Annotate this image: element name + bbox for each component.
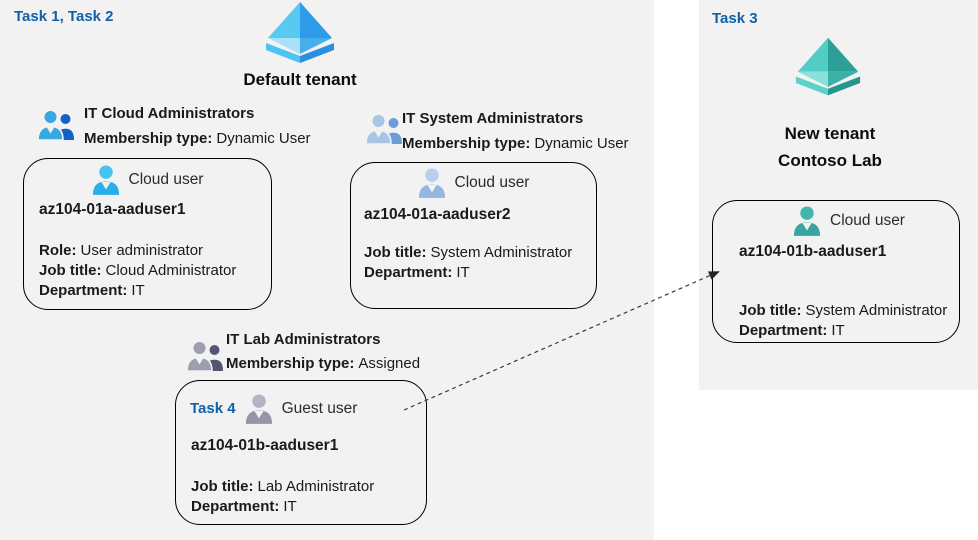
user-box-guest: Task 4 Guest user az104-01b-aaduser1 Job… <box>175 380 427 525</box>
field-label: Job title: <box>191 478 254 495</box>
group-icon-system-admins <box>366 113 402 144</box>
membership-type-value: Assigned <box>358 355 421 372</box>
group-membership-lab-admins: Membership type:Assigned <box>226 355 420 372</box>
field-value: IT <box>131 282 145 299</box>
user-type-label: Guest user <box>281 400 358 417</box>
group-title-cloud-admins: IT Cloud Administrators <box>84 105 255 122</box>
new-tenant-label: New tenant Contoso Lab <box>730 120 930 174</box>
field-value: IT <box>283 498 297 515</box>
group-membership-cloud-admins: Membership type:Dynamic User <box>84 130 311 147</box>
field-label: Role: <box>39 242 77 259</box>
field-label: Department: <box>739 322 828 339</box>
group-title-system-admins: IT System Administrators <box>402 110 584 127</box>
field-value: Cloud Administrator <box>105 262 237 279</box>
task-1-2-label: Task 1, Task 2 <box>14 8 114 25</box>
user-type-label: Cloud user <box>830 212 905 229</box>
guest-user-icon <box>245 394 273 424</box>
user-name: az104-01b-aaduser1 <box>191 437 339 454</box>
cloud-user-icon <box>92 165 120 195</box>
azure-ad-tenant-icon-blue <box>264 2 336 64</box>
user-box-new-tenant: Cloud user az104-01b-aaduser1 Job title:… <box>712 200 960 343</box>
user-name: az104-01a-aaduser2 <box>364 206 511 223</box>
user-type-label: Cloud user <box>128 171 204 188</box>
field-value: System Administrator <box>805 302 948 319</box>
field-value: User administrator <box>80 242 204 259</box>
default-tenant-label: Default tenant <box>243 70 357 89</box>
user-type-label: Cloud user <box>454 174 530 191</box>
membership-type-label: Membership type: <box>84 130 213 147</box>
membership-type-value: Dynamic User <box>216 130 311 147</box>
cloud-user-icon <box>793 206 821 236</box>
task-4-label: Task 4 <box>190 400 236 417</box>
cloud-user-icon <box>418 168 446 198</box>
field-label: Department: <box>191 498 280 515</box>
field-value: IT <box>831 322 845 339</box>
field-label: Job title: <box>739 302 802 319</box>
group-icon-cloud-admins <box>38 109 74 140</box>
field-label: Job title: <box>364 244 427 261</box>
task-3-label: Task 3 <box>712 10 758 27</box>
new-tenant-line1: New tenant <box>784 124 876 143</box>
field-label: Department: <box>364 264 453 281</box>
field-value: Lab Administrator <box>257 478 375 495</box>
field-label: Job title: <box>39 262 102 279</box>
group-icon-lab-admins <box>187 340 223 371</box>
field-value: System Administrator <box>430 244 573 261</box>
field-value: IT <box>456 264 470 281</box>
membership-type-label: Membership type: <box>402 135 531 152</box>
membership-type-label: Membership type: <box>226 355 355 372</box>
user-box-cloud2: Cloud user az104-01a-aaduser2 Job title:… <box>350 162 597 309</box>
group-membership-system-admins: Membership type:Dynamic User <box>402 135 629 152</box>
user-box-cloud1: Cloud user az104-01a-aaduser1 Role:User … <box>23 158 272 310</box>
membership-type-value: Dynamic User <box>534 135 629 152</box>
field-label: Department: <box>39 282 128 299</box>
user-name: az104-01a-aaduser1 <box>39 201 186 218</box>
user-name: az104-01b-aaduser1 <box>739 243 887 260</box>
new-tenant-line2: Contoso Lab <box>778 151 882 170</box>
default-tenant-panel <box>0 0 654 540</box>
azure-ad-tenant-icon-teal <box>794 36 862 98</box>
group-title-lab-admins: IT Lab Administrators <box>226 331 381 348</box>
